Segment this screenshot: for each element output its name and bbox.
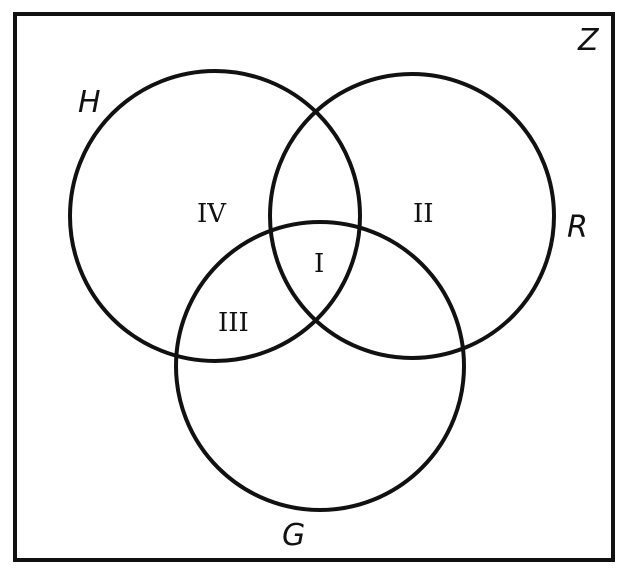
universe-box — [13, 12, 615, 562]
universe-label: Z — [577, 23, 600, 58]
region-label-i: I — [314, 249, 324, 279]
set-label-r: R — [567, 210, 588, 245]
circle-h — [68, 69, 362, 363]
region-label-iii: III — [218, 308, 249, 338]
region-label-iv: IV — [197, 199, 227, 229]
circle-r — [268, 72, 556, 360]
set-label-h: H — [78, 85, 101, 120]
set-label-g: G — [282, 518, 305, 553]
region-label-ii: II — [413, 199, 434, 229]
circle-g — [174, 220, 466, 512]
